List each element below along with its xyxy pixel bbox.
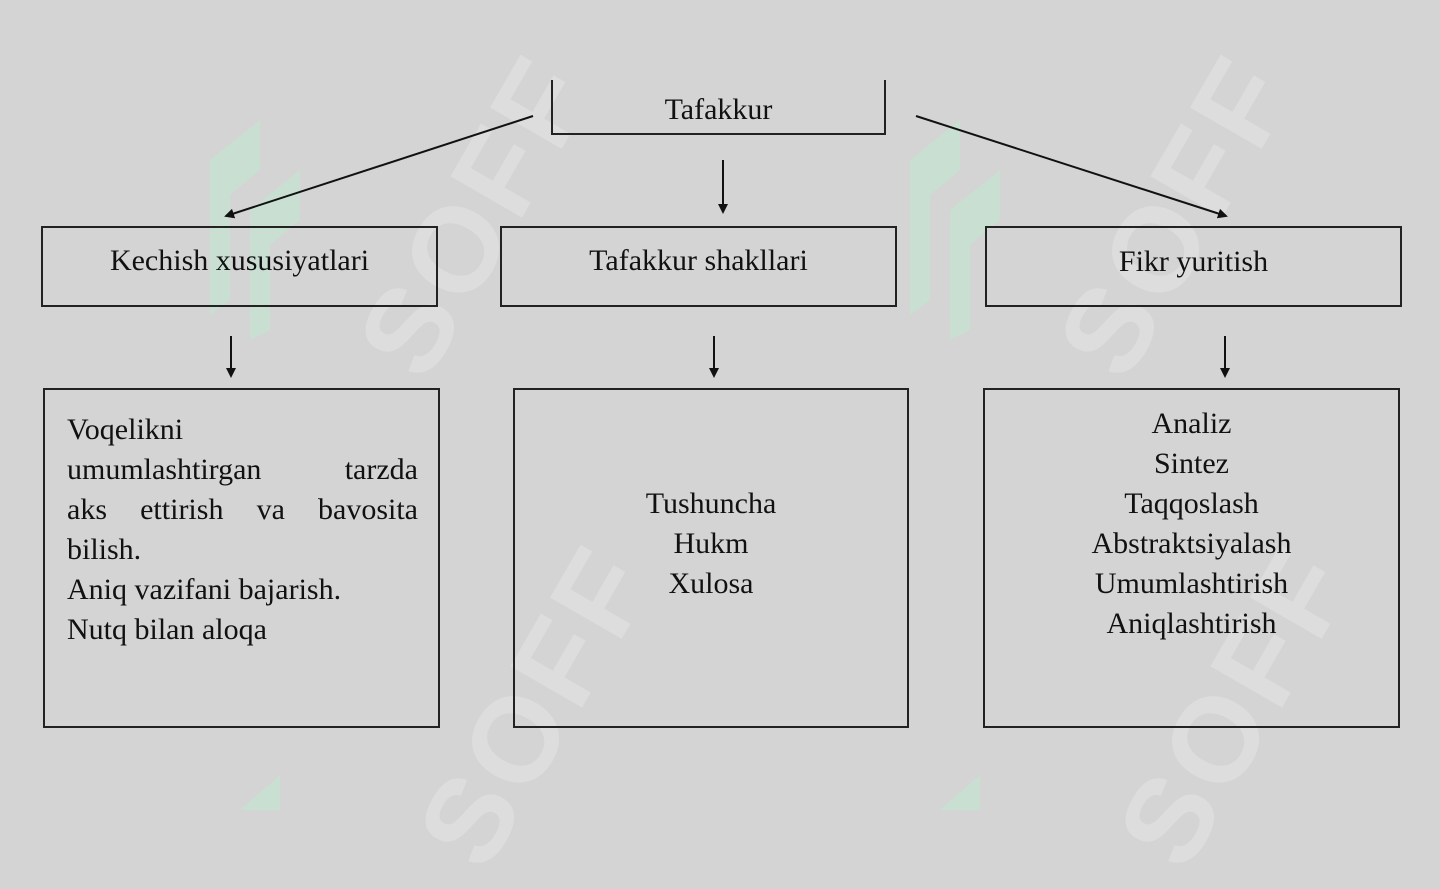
content-line: Sintez [1154, 447, 1229, 480]
category-node-left: Kechish xususiyatlari [41, 226, 438, 307]
arrow-root-to-right [915, 115, 1228, 219]
content-line: Taqqoslash [1124, 487, 1259, 520]
content-line: Aniqlashtirish [1106, 607, 1277, 640]
content-line: umumlashtirgan tarzda [67, 453, 418, 486]
arrow-root-to-left [224, 115, 534, 219]
content-line: Tushuncha [645, 487, 777, 520]
content-line: Hukm [673, 527, 749, 560]
category-node-center: Tafakkur shakllari [500, 226, 897, 307]
root-node: Tafakkur [551, 80, 886, 135]
content-line: Analiz [1151, 407, 1232, 440]
category-label: Kechish xususiyatlari [109, 243, 370, 277]
content-box-left: Voqelikni umumlashtirgan tarzda aks etti… [43, 388, 440, 728]
category-label: Fikr yuritish [1118, 244, 1269, 278]
content-box-right: Analiz Sintez Taqqoslash Abstraktsiyalas… [983, 388, 1400, 728]
root-label: Tafakkur [664, 93, 773, 126]
content-box-center: Tushuncha Hukm Xulosa [513, 388, 909, 728]
content-line: aks ettirish va bavosita [67, 493, 418, 526]
content-line: Umumlashtirish [1094, 567, 1289, 600]
content-line: Xulosa [668, 567, 754, 600]
category-label: Tafakkur shakllari [589, 243, 808, 277]
content-line: Aniq vazifani bajarish. [67, 573, 342, 606]
content-line: bilish. [67, 533, 142, 566]
content-line: Nutq bilan aloqa [67, 613, 267, 646]
content-line: Voqelikni [67, 413, 184, 446]
connector-arrows [224, 115, 1230, 378]
category-node-right: Fikr yuritish [985, 226, 1402, 307]
content-line: Abstraktsiyalash [1091, 527, 1292, 560]
